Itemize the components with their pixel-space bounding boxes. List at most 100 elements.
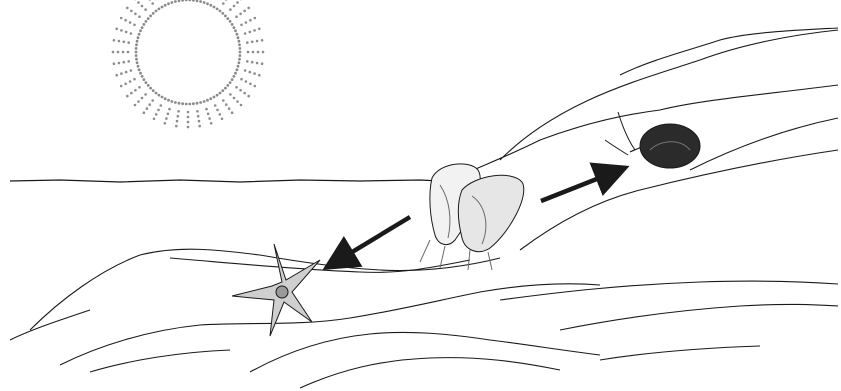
sun-dot <box>239 55 241 57</box>
sun-dot <box>168 99 170 101</box>
sun-ray-dot <box>176 125 178 127</box>
sun-ray-dot <box>251 41 253 43</box>
sun-ray-dot <box>145 94 147 96</box>
sun-ray-dot <box>214 105 216 107</box>
sun-ray-dot <box>125 31 127 33</box>
sun-dot <box>143 79 145 81</box>
sun-ray-dot <box>187 126 189 128</box>
sun-ray-dot <box>237 101 239 103</box>
sun-ray-dot <box>198 120 200 122</box>
sun-ray-dot <box>127 95 129 97</box>
sun-ray-dot <box>134 104 136 106</box>
sun-ray-dot <box>177 115 179 117</box>
sun-ray-dot <box>247 51 249 53</box>
sun-ray-dot <box>261 63 263 65</box>
sun-dot <box>171 2 173 4</box>
snail-icon <box>605 112 700 168</box>
sun-ray-dot <box>217 109 219 111</box>
sun-dot <box>203 101 205 103</box>
sun-ray-dot <box>135 13 137 15</box>
sun-dot <box>207 99 209 101</box>
sun-dot <box>196 102 198 104</box>
sun-dot <box>145 82 147 84</box>
sun-ray-dot <box>160 105 162 107</box>
sun-dot <box>136 40 138 42</box>
sun-dot <box>158 94 160 96</box>
sun-dot <box>213 6 215 8</box>
sun-ray-dot <box>131 92 133 94</box>
sun-dot <box>229 82 231 84</box>
sun-dot <box>185 103 187 105</box>
sun-ray-dot <box>116 74 118 76</box>
sun-ray-dot <box>139 87 141 89</box>
sun-ray-dot <box>223 3 225 5</box>
sun-dot <box>203 2 205 4</box>
sun-ray-dot <box>244 10 246 12</box>
sun-ray-dot <box>244 33 246 35</box>
sun-dot <box>171 101 173 103</box>
sun-ray-dot <box>187 111 189 113</box>
sun-ray-dot <box>256 40 258 42</box>
sun-dot <box>196 0 198 2</box>
sun-ray-dot <box>223 100 225 102</box>
sun-ray-dot <box>141 5 143 7</box>
sun-dot <box>135 51 137 53</box>
sun-ray-dot <box>187 116 189 118</box>
sun-ray-dot <box>155 114 157 116</box>
sun-ray-dot <box>254 73 256 75</box>
sun-ray-dot <box>236 16 238 18</box>
sun-dot <box>239 44 241 46</box>
sun-ray-dot <box>127 7 129 9</box>
sun-ray-dot <box>139 16 141 18</box>
sun-ray-dot <box>130 33 132 35</box>
sun-ray-dot <box>228 108 230 110</box>
sun-dot <box>175 1 177 3</box>
sun-ray-dot <box>176 120 178 122</box>
sun-ray-dot <box>250 19 252 21</box>
sun-dot <box>147 18 149 20</box>
sun-dot <box>150 87 152 89</box>
sun-ray-dot <box>167 113 169 115</box>
sun-ray-dot <box>248 95 250 97</box>
sun-dot <box>227 18 229 20</box>
sun-dot <box>136 58 138 60</box>
sun-dot <box>135 48 137 50</box>
sun-ray-dot <box>262 51 264 53</box>
sun-ray-dot <box>230 9 232 11</box>
sun-dot <box>238 40 240 42</box>
sun-ray-dot <box>127 51 129 53</box>
sun-ray-dot <box>252 51 254 53</box>
sun-dot <box>136 44 138 46</box>
sun-ray-dot <box>240 89 242 91</box>
sun-dot <box>140 72 142 74</box>
sun-ray-dot <box>113 63 115 65</box>
sun-dot <box>136 62 138 64</box>
sun-dot <box>239 51 241 53</box>
sun-ray-dot <box>251 61 253 63</box>
sun-ray-dot <box>249 31 251 33</box>
sun-ray-dot <box>131 10 133 12</box>
mussel-icon <box>420 164 524 270</box>
sun-ray-dot <box>256 62 258 64</box>
sun-ray-dot <box>129 22 131 24</box>
sun-dot <box>216 94 218 96</box>
sun-dot <box>231 79 233 81</box>
sun-ray-dot <box>197 111 199 113</box>
sun-dot <box>236 69 238 71</box>
sun-dot <box>222 90 224 92</box>
sun-ray-dot <box>259 28 261 30</box>
sun-ray-dot <box>225 104 227 106</box>
sun-ray-dot <box>236 87 238 89</box>
sun-ray-dot <box>199 125 201 127</box>
sun-ray-dot <box>128 42 130 44</box>
sun-ray-dot <box>247 61 249 63</box>
sun-ray-dot <box>210 123 212 125</box>
sun-dot <box>193 103 195 105</box>
sun-ray-dot <box>230 94 232 96</box>
sun-dot <box>147 85 149 87</box>
sun-ray-dot <box>257 51 259 53</box>
sun-dot <box>141 27 143 29</box>
sun-dot <box>178 0 180 2</box>
